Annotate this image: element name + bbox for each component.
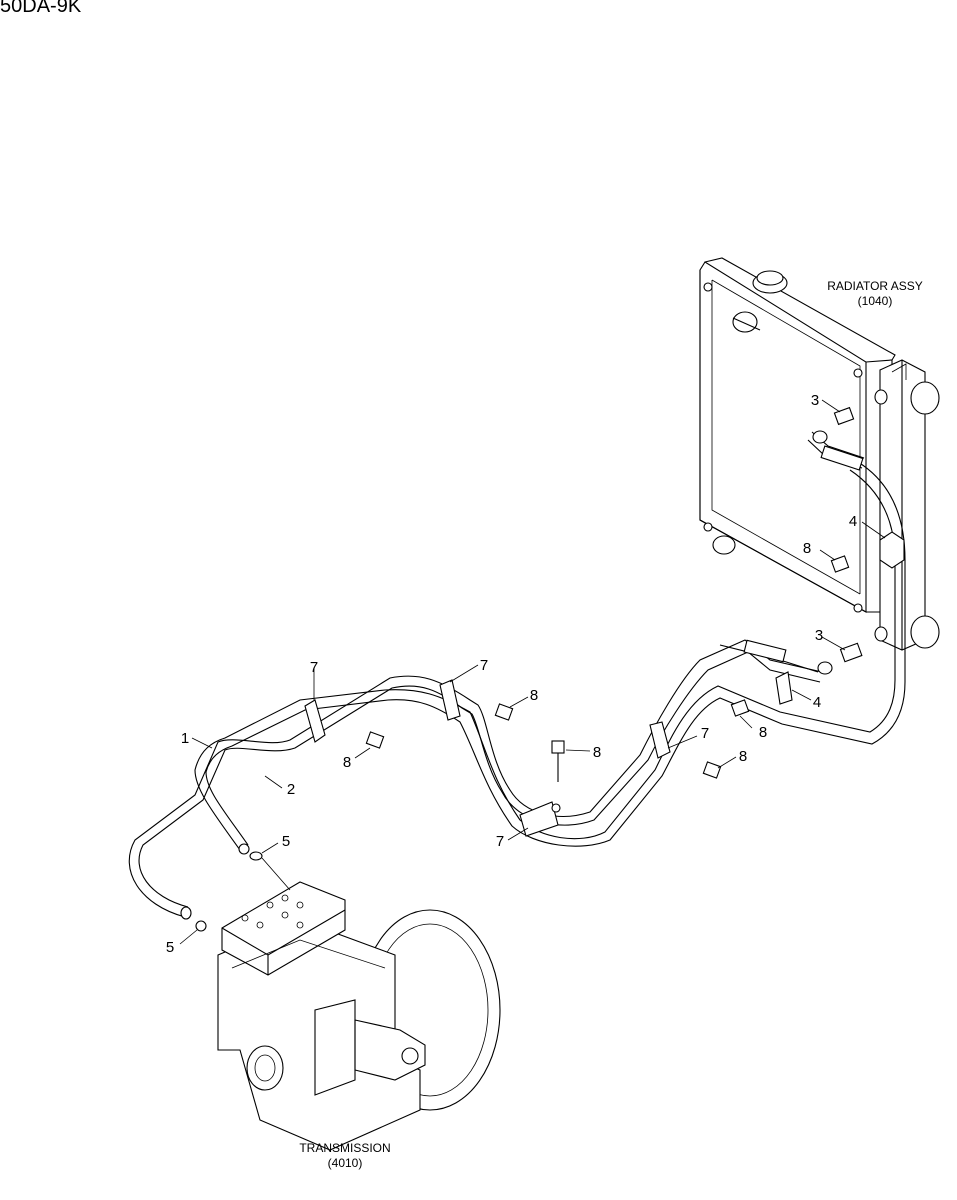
model-label: 50DA-9K: [0, 0, 82, 17]
callout-5-lower: 5: [166, 939, 174, 956]
callout-8-radiator: 8: [803, 540, 811, 557]
callout-8-right: 8: [739, 748, 747, 765]
o-rings: [195, 851, 263, 932]
callout-leaders: [179, 399, 886, 945]
callout-3-lower: 3: [815, 627, 823, 644]
callout-7-left: 7: [310, 659, 318, 676]
callout-8-middle: 8: [593, 744, 601, 761]
callout-8-left: 8: [343, 754, 351, 771]
callout-numbers: 1 2 3 3 4 4 5 5 7 7 7 7 8 8 8 8 8 8: [166, 392, 857, 956]
radiator-assembly: [699, 257, 940, 651]
callout-4-lower: 4: [813, 694, 821, 711]
callout-3-upper: 3: [811, 392, 819, 409]
hose-pipe-1: [128, 430, 906, 920]
bolts: [365, 555, 850, 782]
callout-1: 1: [181, 730, 189, 747]
transmission-code-label: (4010): [328, 1156, 363, 1170]
transmission-name-label: TRANSMISSION: [299, 1141, 390, 1155]
callout-7-center: 7: [480, 657, 488, 674]
callout-7-right: 7: [701, 725, 709, 742]
pipe-clamps: [304, 531, 905, 837]
callout-8-bracket: 8: [759, 724, 767, 741]
callout-7-bottom: 7: [496, 833, 504, 850]
callout-4-upper: 4: [849, 513, 857, 530]
callout-5-upper: 5: [282, 833, 290, 850]
transmission-assembly: [217, 881, 501, 1151]
radiator-name-label: RADIATOR ASSY: [827, 279, 923, 293]
callout-8-center: 8: [530, 687, 538, 704]
radiator-code-label: (1040): [858, 294, 893, 308]
callout-2: 2: [287, 781, 295, 798]
